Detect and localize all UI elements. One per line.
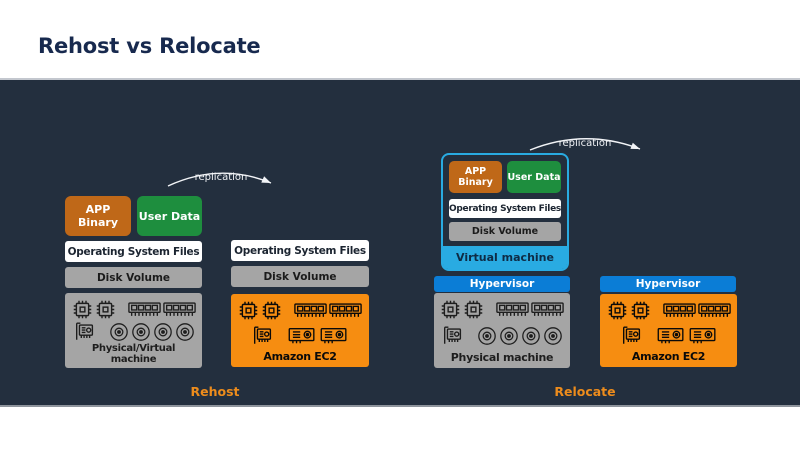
hardware-icon-row bbox=[604, 300, 733, 321]
hardware-icon-row bbox=[235, 300, 365, 321]
cpu-icon bbox=[72, 299, 93, 320]
hardware-icon-row bbox=[438, 299, 566, 320]
rehost-section-label: Rehost bbox=[190, 384, 240, 399]
machine-label: Amazon EC2 bbox=[263, 350, 337, 363]
relocate-source-os-files: Operating System Files bbox=[449, 199, 561, 218]
relocate-target-ec2: Amazon EC2 bbox=[600, 294, 737, 367]
cpu-icon bbox=[607, 300, 628, 321]
cpu-icon bbox=[463, 299, 484, 320]
gpu-icon bbox=[319, 326, 349, 346]
machine-label: Physical machine bbox=[450, 351, 554, 364]
icon-spacer bbox=[486, 309, 494, 310]
icon-spacer bbox=[284, 310, 292, 311]
rehost-source-disk-volume: Disk Volume bbox=[65, 267, 202, 288]
pci-card-icon bbox=[73, 320, 97, 343]
page-title: Rehost vs Relocate bbox=[38, 34, 261, 58]
rehost-source-machine: Physical/Virtual machine bbox=[65, 293, 202, 368]
replication-arrow bbox=[167, 172, 272, 187]
disk-icon bbox=[109, 322, 129, 342]
rehost-target-ec2: Amazon EC2 bbox=[231, 294, 369, 367]
cpu-icon bbox=[630, 300, 651, 321]
pci-card-icon bbox=[251, 324, 275, 347]
gpu-icon bbox=[688, 326, 718, 346]
hardware-icon-row bbox=[604, 324, 733, 347]
ram-icon bbox=[663, 302, 696, 319]
ram-icon bbox=[128, 301, 161, 318]
pci-card-icon bbox=[441, 324, 465, 347]
machine-label: Physical/Virtual machine bbox=[91, 343, 176, 365]
disk-icon bbox=[521, 326, 541, 346]
hardware-icon-row bbox=[69, 320, 198, 343]
ram-icon bbox=[163, 301, 196, 318]
cpu-icon bbox=[238, 300, 259, 321]
rehost-source-user-data: User Data bbox=[137, 196, 202, 236]
disk-icon bbox=[153, 322, 173, 342]
gpu-icon bbox=[287, 326, 317, 346]
relocate-source-machine: Physical machine bbox=[434, 293, 570, 368]
relocate-replication-label: replication bbox=[558, 138, 612, 149]
machine-label: Amazon EC2 bbox=[631, 350, 706, 363]
disk-icon bbox=[131, 322, 151, 342]
relocate-source-virtual-machine: APP Binary User Data Operating System Fi… bbox=[441, 153, 569, 271]
ram-icon bbox=[698, 302, 731, 319]
relocate-source-disk-volume: Disk Volume bbox=[449, 222, 561, 241]
icon-spacer bbox=[99, 331, 107, 332]
replication-arrow bbox=[529, 138, 641, 151]
disk-icon bbox=[175, 322, 195, 342]
hardware-icon-row bbox=[235, 324, 365, 347]
disk-icon bbox=[543, 326, 563, 346]
relocate-target-hypervisor: Hypervisor bbox=[600, 276, 736, 292]
ram-icon bbox=[496, 301, 529, 318]
rehost-source-app-binary: APP Binary bbox=[65, 196, 131, 236]
cpu-icon bbox=[261, 300, 282, 321]
rehost-target-os-files: Operating System Files bbox=[231, 240, 369, 261]
ram-icon bbox=[294, 302, 327, 319]
cpu-icon bbox=[95, 299, 116, 320]
icon-spacer bbox=[646, 335, 654, 336]
gpu-icon bbox=[656, 326, 686, 346]
icon-spacer bbox=[653, 310, 661, 311]
icon-spacer bbox=[467, 335, 475, 336]
relocate-section-label: Relocate bbox=[554, 384, 616, 399]
ram-icon bbox=[329, 302, 362, 319]
pci-card-icon bbox=[620, 324, 644, 347]
rehost-source-os-files: Operating System Files bbox=[65, 241, 202, 262]
disk-icon bbox=[477, 326, 497, 346]
hardware-icon-row bbox=[438, 324, 566, 347]
ram-icon bbox=[531, 301, 564, 318]
hardware-icon-row bbox=[69, 299, 198, 320]
virtual-machine-label-bar: Virtual machine bbox=[443, 246, 567, 269]
rehost-target-disk-volume: Disk Volume bbox=[231, 266, 369, 287]
cpu-icon bbox=[440, 299, 461, 320]
icon-spacer bbox=[277, 335, 285, 336]
relocate-source-user-data: User Data bbox=[507, 161, 561, 193]
rehost-replication-label: replication bbox=[194, 172, 248, 183]
relocate-source-app-binary: APP Binary bbox=[449, 161, 502, 193]
disk-icon bbox=[499, 326, 519, 346]
icon-spacer bbox=[118, 309, 126, 310]
relocate-source-hypervisor: Hypervisor bbox=[434, 276, 570, 292]
